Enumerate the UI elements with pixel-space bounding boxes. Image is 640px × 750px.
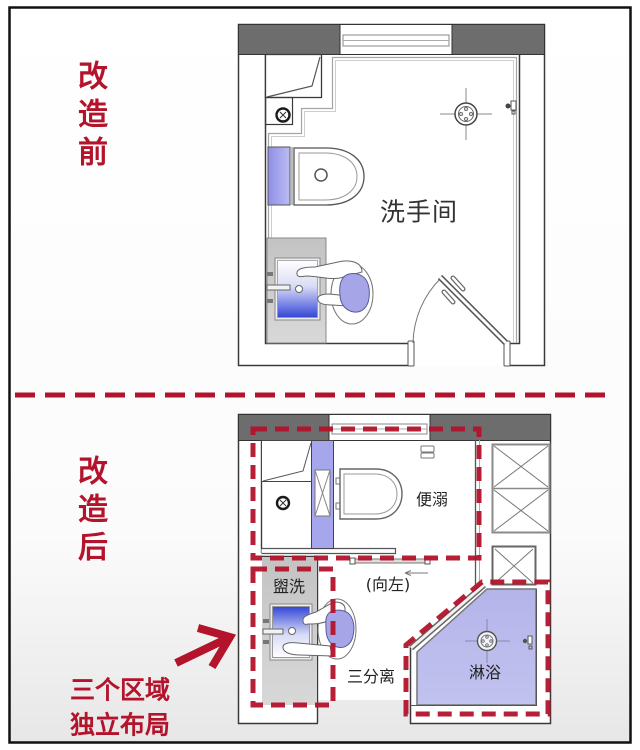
person-icon <box>296 260 374 325</box>
toilet-zone-outline <box>250 426 482 561</box>
vanity-zone-outline <box>250 566 336 708</box>
shaft-icon <box>261 440 312 482</box>
room-finish-line <box>267 56 518 343</box>
sink-icon <box>266 237 327 344</box>
glass-block-icon <box>491 443 551 586</box>
paper-holder-icon <box>420 445 435 459</box>
shower-zone-label: 淋浴 <box>468 663 502 682</box>
inner-wall-left <box>264 54 410 345</box>
before-title: 改造前 <box>72 60 107 174</box>
floorplan-after <box>237 413 552 725</box>
pipe-icon <box>275 495 291 511</box>
shower-area <box>409 582 537 706</box>
direction-arrow-icon <box>404 570 428 576</box>
toilet-icon <box>267 146 365 206</box>
sliding-door-direction-note: (向左) <box>365 575 411 594</box>
shaft-icon <box>264 53 323 99</box>
callout-line-1: 三个区域 <box>69 675 171 705</box>
shower-zone-outline <box>403 579 551 717</box>
top-wall-right <box>451 24 545 55</box>
wall-fixture-icon <box>522 635 533 650</box>
toilet-icon <box>335 468 403 520</box>
callout-arrow-icon <box>174 624 237 670</box>
pipe-icon <box>264 96 294 126</box>
top-wall-left <box>238 24 341 55</box>
concealed-tank <box>311 440 334 549</box>
wall-fixture-icon <box>505 100 517 115</box>
inner-wall-right <box>507 54 521 345</box>
vanity-zone-label: 盥洗 <box>272 577 306 596</box>
floorplan-before <box>237 23 546 367</box>
window-icon <box>339 24 453 55</box>
before-room-label: 洗手间 <box>379 197 459 227</box>
top-wall-right <box>429 414 551 441</box>
floor-drain-icon <box>465 619 510 663</box>
toilet-zone-label: 便溺 <box>415 490 449 509</box>
after-title: 改造后 <box>72 455 107 569</box>
callout-line-2: 独立布局 <box>69 710 171 740</box>
swing-door-icon <box>407 274 511 367</box>
separation-note: 三分离 <box>346 667 396 686</box>
floor-drain-icon <box>440 88 492 140</box>
toilet-partition-wall <box>261 547 397 555</box>
